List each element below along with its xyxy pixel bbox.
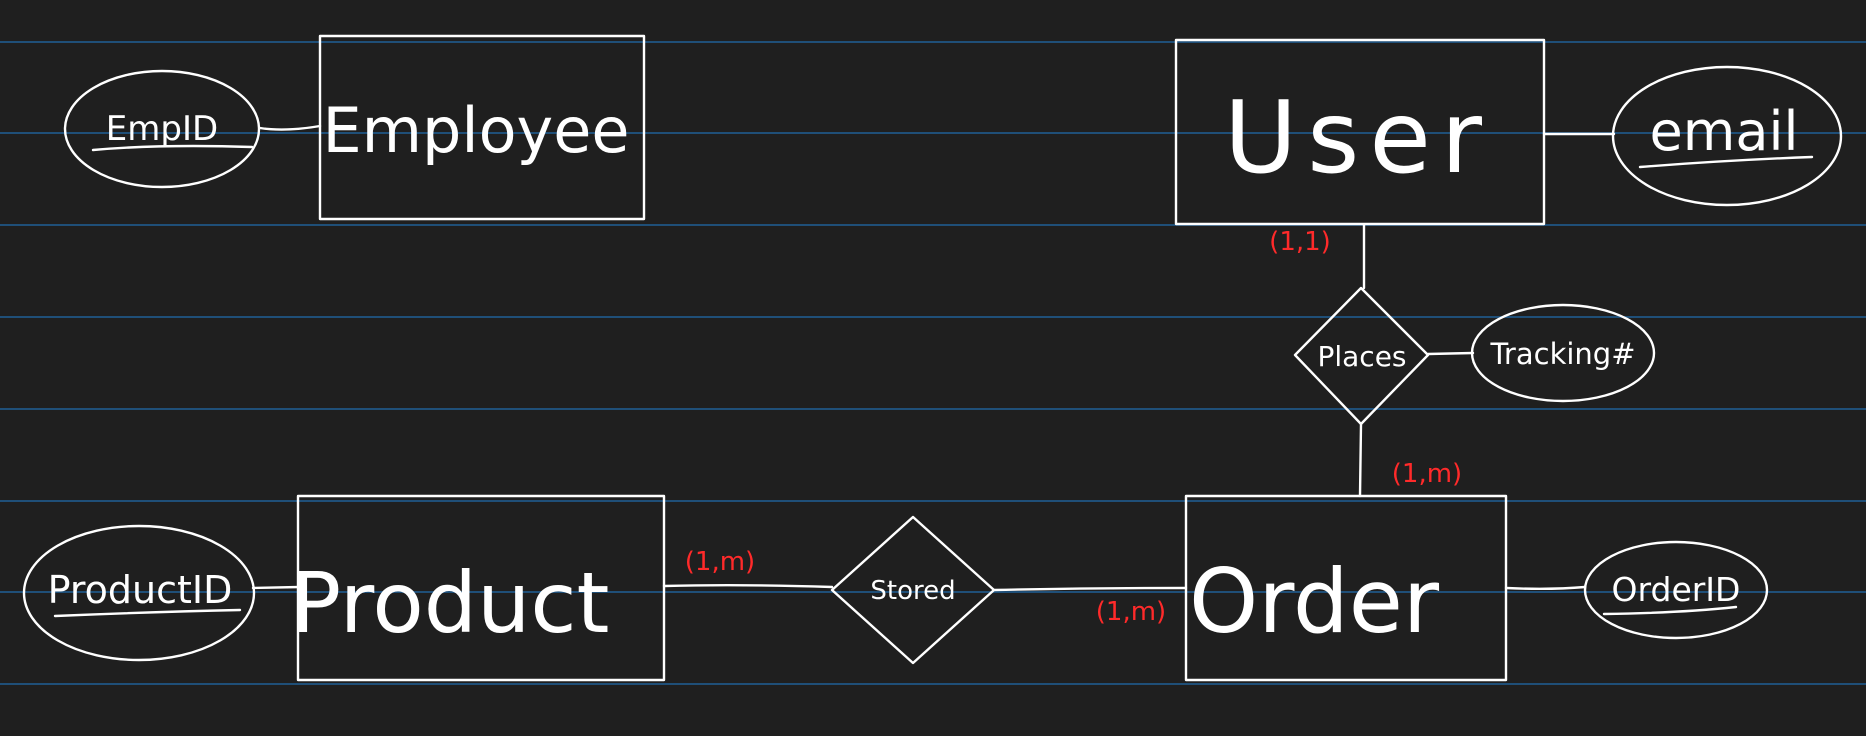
entity-product: Product [291, 494, 666, 682]
places-tracking-link [1426, 351, 1475, 356]
empid-label: EmpID [106, 109, 218, 149]
email-key-underline [1638, 155, 1814, 169]
productid-ellipse [22, 524, 256, 662]
cardinality-product-stored: (1,m) [685, 547, 755, 577]
stored-diamond [830, 515, 996, 665]
attribute-empid: EmpID [63, 69, 261, 189]
user-box [1174, 38, 1546, 226]
orderid-key-underline [1602, 605, 1738, 616]
email-ellipse [1611, 65, 1843, 207]
tracking-ellipse [1470, 303, 1656, 403]
stored-order-link [992, 586, 1188, 592]
email-label: email [1650, 100, 1799, 163]
relationship-stored: Stored [830, 515, 996, 665]
entity-order: Order [1184, 494, 1508, 682]
entity-user: User [1174, 38, 1546, 226]
cardinality-order-stored: (1,m) [1096, 597, 1166, 627]
productid-product-link [251, 585, 302, 590]
productid-key-underline [53, 608, 242, 618]
cardinality-user-places: (1,1) [1269, 227, 1331, 257]
product-box [296, 494, 666, 682]
empid-key-underline [91, 144, 254, 152]
order-orderid-link [1504, 585, 1587, 590]
product-stored-link [662, 584, 834, 589]
stored-label: Stored [870, 576, 955, 606]
relationship-places: Places [1293, 286, 1430, 426]
places-label: Places [1317, 340, 1406, 373]
places-diamond [1293, 286, 1430, 426]
user-label: User [1224, 79, 1492, 196]
order-label: Order [1189, 550, 1440, 653]
entity-employee: Employee [318, 34, 646, 221]
cardinality-order-places: (1,m) [1392, 459, 1462, 489]
employee-box [318, 34, 646, 221]
orderid-label: OrderID [1612, 570, 1741, 609]
ruled-lines [0, 41, 1866, 685]
cardinalities: (1,1) (1,m) (1,m) (1,m) [685, 227, 1462, 627]
orderid-ellipse [1583, 540, 1769, 640]
tracking-label: Tracking# [1489, 337, 1635, 371]
attribute-orderid: OrderID [1583, 540, 1769, 640]
empid-ellipse [63, 69, 261, 189]
order-box [1184, 494, 1508, 682]
empid-employee-link [258, 124, 322, 131]
attribute-productid: ProductID [22, 524, 256, 662]
productid-label: ProductID [48, 568, 233, 612]
places-order-link [1358, 422, 1363, 498]
attribute-email: email [1611, 65, 1843, 207]
attribute-tracking: Tracking# [1470, 303, 1656, 403]
connectors [251, 124, 1616, 592]
product-label: Product [291, 554, 610, 652]
employee-label: Employee [322, 94, 629, 167]
